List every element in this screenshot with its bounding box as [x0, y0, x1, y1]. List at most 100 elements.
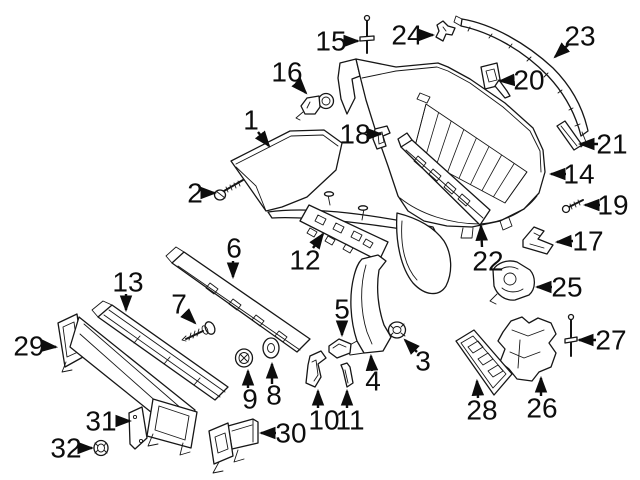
- part-14-bumper-lower: [337, 58, 546, 239]
- callout-arrow: [471, 378, 485, 399]
- callout-number: 8: [266, 380, 282, 411]
- callout-arrow: [403, 338, 420, 355]
- callout-29: 29: [13, 331, 59, 362]
- callout-14: 14: [548, 159, 595, 190]
- part-11-strip: [340, 362, 354, 388]
- callout-number: 29: [13, 331, 44, 362]
- callout-number: 1: [243, 105, 259, 136]
- callout-number: 3: [415, 346, 431, 377]
- callout-21: 21: [577, 129, 628, 160]
- part-26-mount-bracket: [497, 316, 557, 382]
- callout-number: 31: [85, 406, 116, 437]
- callout-24: 24: [391, 20, 436, 51]
- part-8-washer: [262, 337, 280, 359]
- callout-22: 22: [472, 223, 504, 277]
- part-25-support-cup: [489, 260, 536, 305]
- callout-7: 7: [171, 289, 197, 325]
- callout-1: 1: [243, 105, 271, 148]
- callout-arrow: [291, 77, 308, 95]
- callout-18: 18: [339, 119, 384, 150]
- callout-27: 27: [576, 325, 627, 356]
- callout-number: 15: [315, 26, 346, 57]
- part-29-reinforcement-bar: [57, 313, 198, 456]
- part-3-nut: [387, 321, 407, 339]
- callout-4: 4: [365, 353, 381, 397]
- callout-arrow: [497, 73, 516, 87]
- part-30-tow-bracket: [208, 418, 259, 474]
- callout-layer: 1234567891011121314151617181920212223242…: [13, 20, 628, 464]
- callout-2: 2: [187, 178, 218, 209]
- callout-number: 13: [112, 267, 143, 298]
- callout-20: 20: [497, 65, 545, 96]
- part-7-screw: [181, 321, 216, 342]
- callout-5: 5: [334, 294, 350, 338]
- callout-number: 11: [335, 405, 364, 436]
- callout-arrow: [365, 353, 379, 372]
- part-31-shim-plate: [128, 406, 148, 450]
- part-2-bolt: [213, 179, 244, 201]
- callout-10: 10: [308, 388, 340, 436]
- callout-number: 21: [596, 129, 627, 160]
- part-23-trim-strip: [453, 15, 589, 148]
- part-16-park-sensor: [295, 92, 335, 121]
- callout-number: 16: [271, 57, 302, 88]
- callout-arrow: [554, 234, 574, 248]
- callout-number: 10: [308, 405, 339, 436]
- callout-number: 26: [526, 393, 557, 424]
- callout-32: 32: [50, 433, 95, 464]
- part-6-energy-absorber: [165, 246, 311, 353]
- callout-19: 19: [582, 190, 629, 221]
- part-32-nut: [93, 439, 109, 457]
- callout-arrow: [553, 42, 571, 59]
- callout-number: 30: [275, 418, 306, 449]
- callout-number: 28: [466, 395, 497, 426]
- callout-number: 5: [334, 294, 350, 325]
- callout-number: 27: [595, 325, 626, 356]
- callout-number: 18: [339, 119, 370, 150]
- callout-28: 28: [466, 378, 498, 426]
- part-5-clip: [328, 338, 352, 359]
- callout-number: 19: [597, 190, 628, 221]
- callout-number: 4: [365, 366, 381, 397]
- callout-arrow: [180, 308, 197, 325]
- part-24-clip: [435, 20, 456, 42]
- part-17-bracket: [522, 226, 554, 255]
- part-19-screw: [561, 199, 584, 214]
- callout-30: 30: [258, 418, 307, 449]
- callout-26: 26: [526, 375, 558, 424]
- callout-number: 24: [391, 20, 422, 51]
- callout-number: 17: [572, 226, 603, 257]
- part-22-mount-rail: [397, 132, 491, 226]
- part-10-bracket: [305, 350, 327, 388]
- callout-31: 31: [85, 406, 133, 437]
- part-15-pin-rivet: [359, 14, 375, 54]
- callout-13: 13: [112, 267, 144, 313]
- callout-arrow: [40, 339, 59, 352]
- callout-8: 8: [265, 361, 282, 411]
- callout-number: 32: [50, 433, 81, 464]
- callout-arrow: [254, 130, 271, 148]
- callout-number: 23: [564, 21, 595, 52]
- callout-16: 16: [271, 57, 308, 95]
- callout-number: 2: [187, 178, 203, 209]
- callout-arrow: [309, 232, 325, 250]
- callout-9: 9: [241, 368, 258, 415]
- callout-6: 6: [226, 233, 242, 280]
- part-4-side-bracket: [345, 254, 392, 356]
- callout-number: 9: [242, 384, 258, 415]
- part-27-pin-rivet: [564, 313, 578, 357]
- callout-number: 22: [472, 246, 503, 277]
- part-9-grommet: [234, 348, 254, 368]
- callout-number: 14: [563, 159, 594, 190]
- callout-17: 17: [554, 226, 604, 257]
- callout-11: 11: [335, 388, 365, 436]
- callout-25: 25: [534, 272, 583, 303]
- part-28-license-bracket: [455, 329, 513, 396]
- callout-number: 7: [171, 289, 187, 320]
- part-13-impact-bar: [91, 300, 229, 401]
- callout-number: 25: [551, 272, 582, 303]
- callout-arrow: [475, 223, 488, 248]
- callout-12: 12: [289, 232, 325, 276]
- callout-15: 15: [315, 26, 361, 57]
